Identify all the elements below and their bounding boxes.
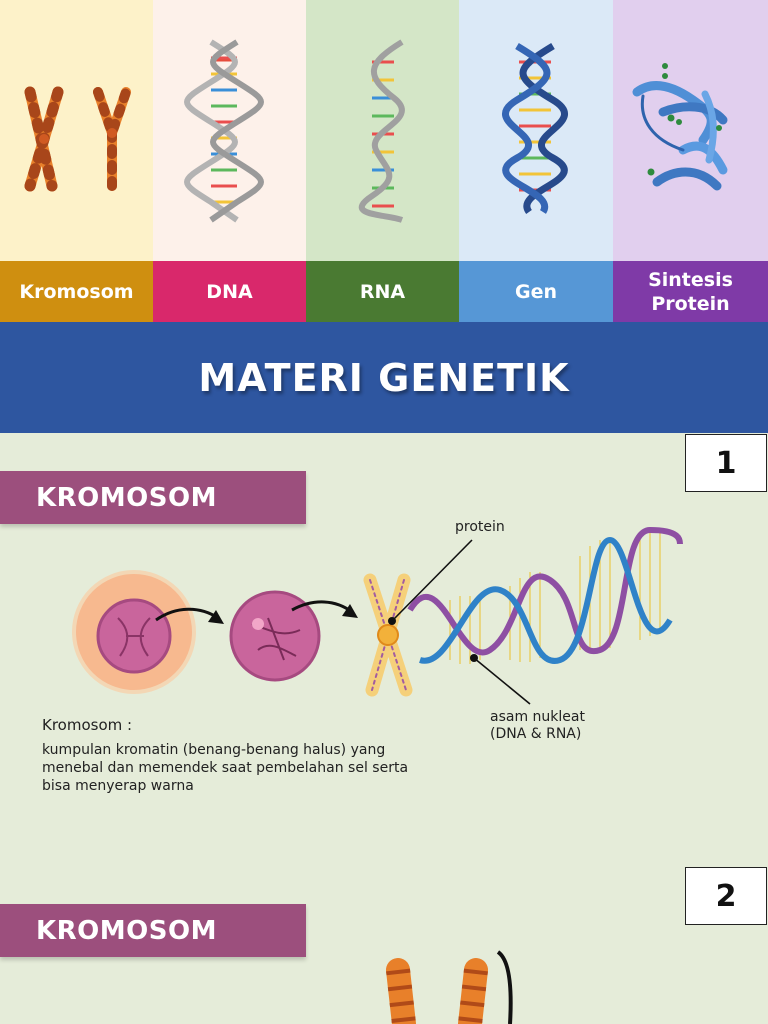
chromosome-structure-diagram	[72, 526, 683, 705]
callout-protein: protein	[455, 519, 505, 535]
topic-art	[153, 0, 306, 261]
topic-label: Kromosom	[0, 261, 153, 322]
topic-label: RNA	[306, 261, 459, 322]
section-heading: KROMOSOM	[0, 904, 306, 957]
topic-label: Gen	[459, 261, 613, 322]
page-title: MATERI GENETIK	[198, 355, 570, 400]
gene-helix-icon	[502, 42, 568, 215]
topic-strip: Kromosom	[0, 0, 768, 322]
title-banner: MATERI GENETIK	[0, 322, 768, 433]
definition-title: Kromosom :	[42, 716, 133, 734]
page-number-badge: 2	[685, 867, 767, 925]
topic-gen[interactable]: Gen	[459, 0, 613, 322]
topic-art	[459, 0, 613, 261]
page-number-badge: 1	[685, 434, 767, 492]
dna-helix-icon	[184, 39, 264, 223]
topic-dna[interactable]: DNA	[153, 0, 306, 322]
chromosome-icon	[386, 950, 513, 1024]
topic-art	[0, 0, 153, 261]
rna-strand-icon	[359, 39, 405, 223]
chromosome-icon	[24, 86, 131, 192]
topic-kromosom[interactable]: Kromosom	[0, 0, 153, 322]
protein-structure-icon	[632, 63, 728, 191]
topic-label: Sintesis Protein	[613, 261, 768, 322]
section-heading: KROMOSOM	[0, 471, 306, 524]
definition-text: kumpulan kromatin (benang-benang halus) …	[42, 742, 409, 794]
topic-rna[interactable]: RNA	[306, 0, 459, 322]
topic-art	[613, 0, 768, 261]
topic-art	[306, 0, 459, 261]
topic-sintesis-protein[interactable]: Sintesis Protein	[613, 0, 768, 322]
callout-nucleic-acid: asam nukleat (DNA & RNA)	[490, 709, 585, 742]
double-helix-illustration	[407, 526, 683, 664]
topic-label: DNA	[153, 261, 306, 322]
